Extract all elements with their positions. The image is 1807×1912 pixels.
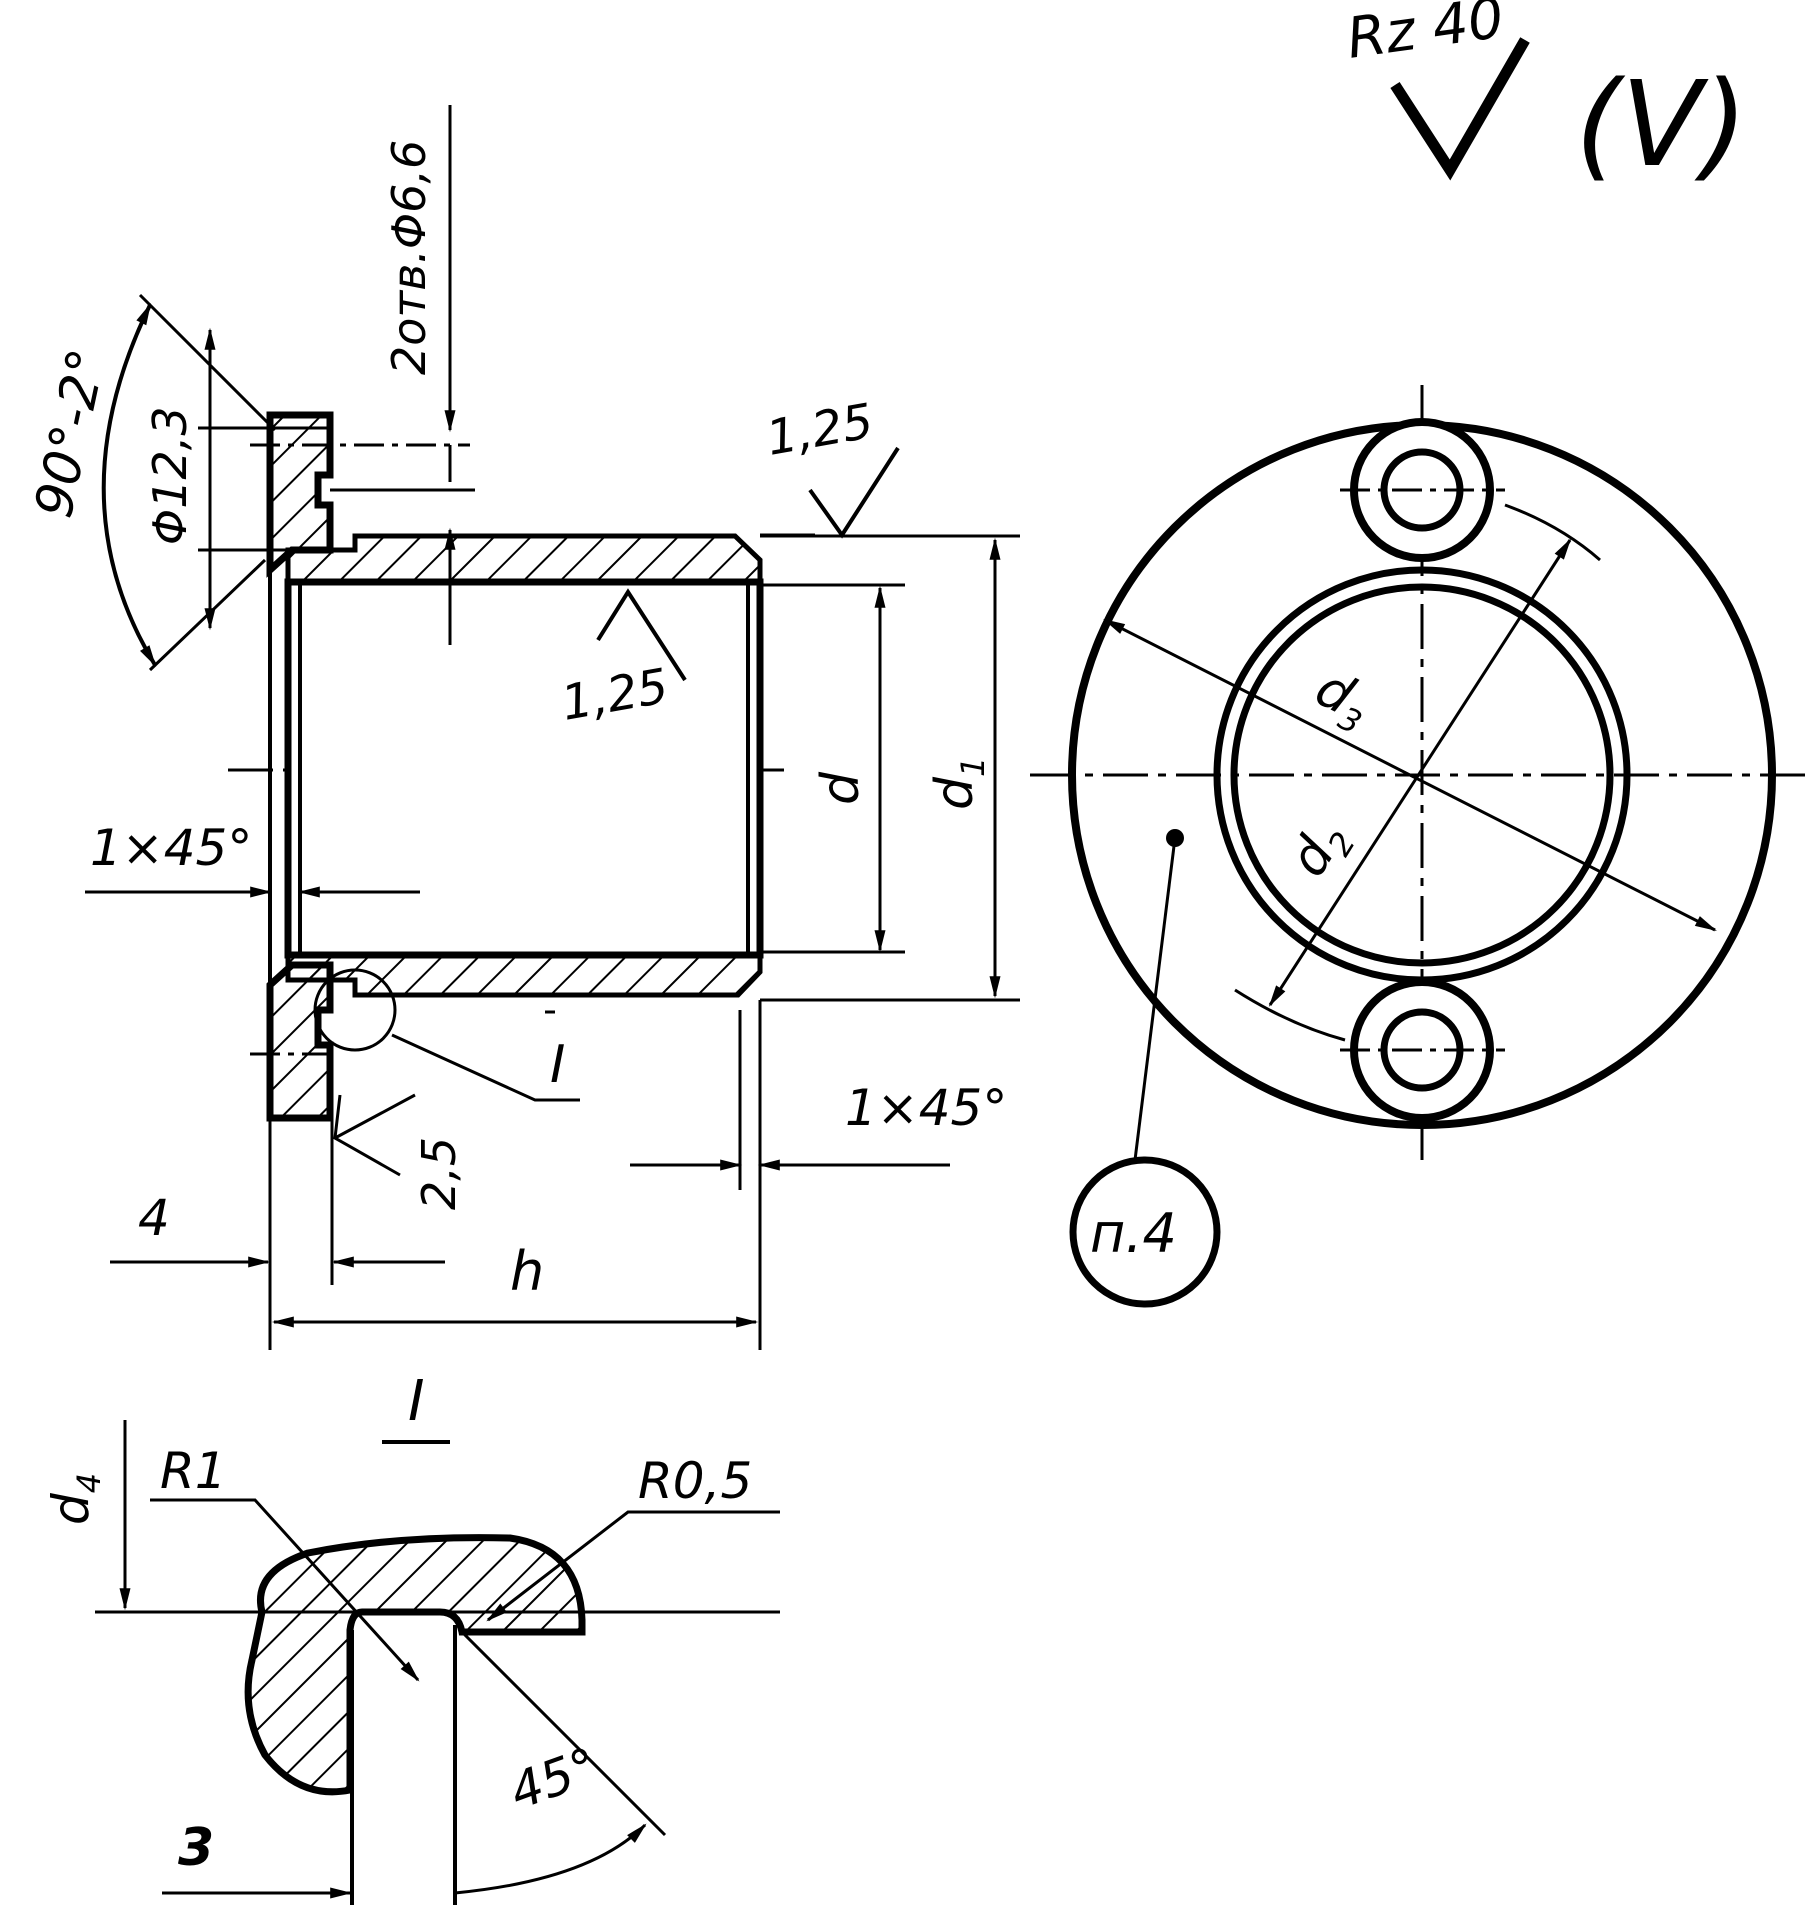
roughness-value: Rz 40 xyxy=(1343,0,1508,72)
roughness-bracket: (V) xyxy=(1575,55,1748,193)
dim-d1-label: d1 xyxy=(925,757,992,810)
dim-25-label: 2,5 xyxy=(412,1137,466,1210)
detail-section xyxy=(244,1534,586,1796)
dim-d4-label: d4 xyxy=(42,1473,108,1525)
note-label: п.4 xyxy=(1090,1202,1177,1265)
r1-label: R1 xyxy=(160,1442,227,1500)
end-view: d3 d2 п.4 xyxy=(1030,385,1807,1308)
detail-title: I xyxy=(408,1369,425,1434)
chamfer-right-label: 1×45° xyxy=(845,1079,1007,1137)
r05-label: R0,5 xyxy=(638,1452,752,1510)
chamfer-left-label: 1×45° xyxy=(90,819,252,877)
counterbore-label: Φ12,3 xyxy=(143,406,197,545)
section-ref-label: I xyxy=(550,1035,565,1095)
dim-d-label: d xyxy=(811,771,871,805)
dim-4-label: 4 xyxy=(138,1189,170,1247)
dim-h-label: h xyxy=(510,1240,544,1303)
bottom-wall-section xyxy=(285,952,763,998)
detail-circle xyxy=(313,968,397,1052)
top-wall-section xyxy=(285,533,763,585)
note-circle xyxy=(1069,1156,1221,1308)
angle-45-label: 45° xyxy=(502,1736,605,1821)
bore-outline xyxy=(284,578,764,959)
detail-view: I d4 R1 R0,5 45° 3 xyxy=(42,1369,780,1905)
flange-top xyxy=(266,411,334,578)
rough-top-label: 1,25 xyxy=(762,393,877,467)
dim-d3-label: d3 xyxy=(1303,658,1381,742)
holes-label: 2отв.Φ6,6 xyxy=(382,140,436,375)
roughness-symbol: Rz 40 (V) xyxy=(1343,0,1748,193)
main-section-view: Φ12,3 90°-2° 2отв.Φ6,6 1,25 1,25 d d1 1× xyxy=(24,105,1020,1350)
angle-arc xyxy=(101,303,157,667)
dim-3-label: 3 xyxy=(178,1818,214,1878)
